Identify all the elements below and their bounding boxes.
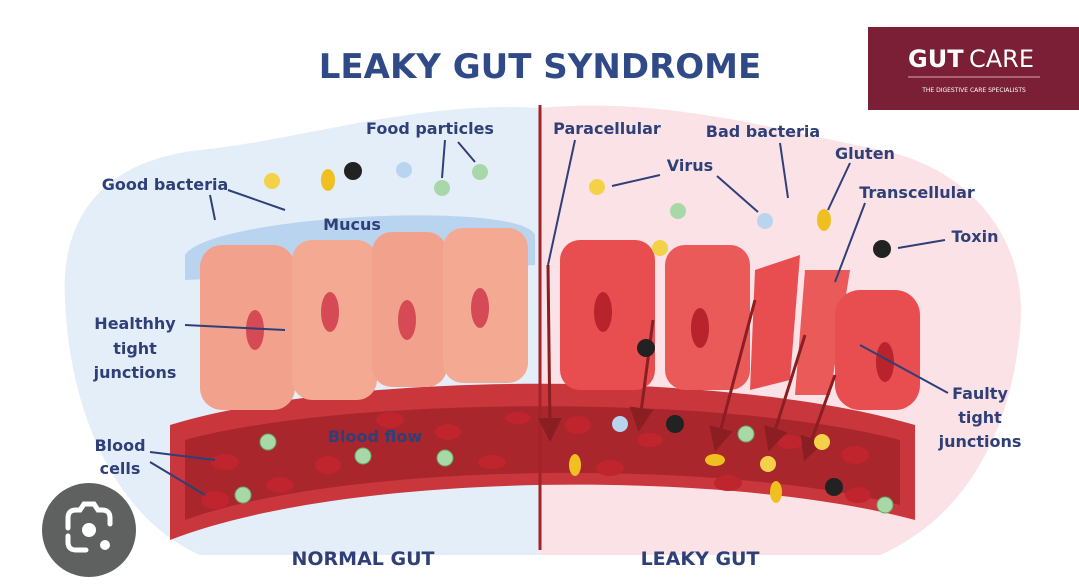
label-paracellular: Paracellular [553, 119, 661, 138]
label-virus: Virus [667, 156, 713, 175]
svg-text:THE DIGESTIVE CARE SPECIALISTS: THE DIGESTIVE CARE SPECIALISTS [921, 87, 1026, 94]
label-blood-flow: Blood flow [328, 427, 423, 446]
svg-text:junctions: junctions [938, 432, 1022, 451]
label-transcellular: Transcellular [859, 183, 975, 202]
label-mucus: Mucus [323, 215, 381, 234]
svg-text:cells: cells [100, 459, 141, 478]
blood-cells [201, 412, 871, 509]
svg-text:tight: tight [958, 408, 1002, 427]
svg-text:GUT: GUT [908, 45, 964, 73]
svg-text:Blood: Blood [94, 436, 145, 455]
svg-text:Faulty: Faulty [952, 384, 1008, 403]
heading-leaky-gut: LEAKY GUT [641, 548, 760, 570]
svg-text:CARE: CARE [969, 45, 1034, 73]
microbes [264, 162, 891, 503]
leaky-cells [560, 240, 920, 410]
healthy-cells [185, 215, 535, 410]
leak-arrows [537, 264, 837, 462]
label-gluten: Gluten [835, 144, 895, 163]
svg-text:Healthhy: Healthhy [94, 314, 176, 333]
svg-text:junctions: junctions [93, 363, 177, 382]
leader-lines [149, 139, 949, 496]
heading-normal-gut: NORMAL GUT [291, 548, 434, 570]
page-title: LEAKY GUT SYNDROME [319, 47, 761, 87]
label-blood-cells: Blood cells [94, 436, 145, 478]
svg-text:tight: tight [113, 339, 157, 358]
google-lens-icon [65, 501, 113, 553]
google-lens-button[interactable] [42, 483, 136, 577]
gutcare-logo: GUT CARE THE DIGESTIVE CARE SPECIALISTS [868, 27, 1079, 110]
label-toxin: Toxin [952, 227, 999, 246]
label-food-particles: Food particles [366, 119, 494, 138]
label-good-bacteria: Good bacteria [102, 175, 229, 194]
food-particles-in-blood [234, 425, 894, 514]
label-healthy-tight-junctions: Healthhy tight junctions [93, 314, 177, 382]
label-faulty-tight-junctions: Faulty tight junctions [938, 384, 1022, 451]
label-bad-bacteria: Bad bacteria [706, 122, 820, 141]
